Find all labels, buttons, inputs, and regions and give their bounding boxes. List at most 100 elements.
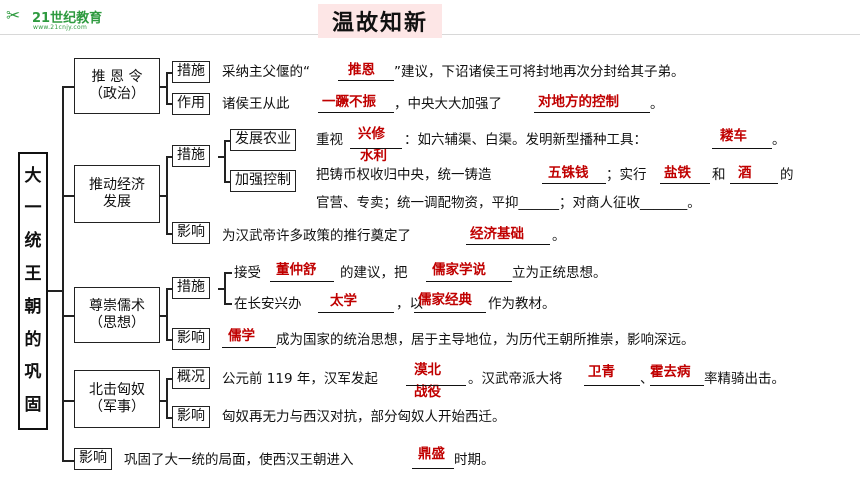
- bracket-line: [166, 156, 172, 158]
- bracket-line: [62, 315, 74, 317]
- answer-blank: 对地方的控制: [538, 94, 619, 110]
- section-politics-box: 推 恩 令 （政治）: [74, 58, 160, 114]
- bracket-line: [166, 233, 172, 235]
- answer-blank: 漠北: [414, 362, 441, 378]
- text-segment: 。: [772, 132, 786, 148]
- logo-icon: ✂: [6, 6, 21, 26]
- tag-influence: 影响: [172, 222, 210, 244]
- answer-blank: 卫青: [588, 364, 615, 380]
- bracket-line: [166, 156, 168, 234]
- text-segment: 采纳主父偃的“: [222, 64, 310, 80]
- text-segment: 把铸币权收归中央，统一铸造: [316, 167, 492, 183]
- bracket-line: [160, 400, 166, 402]
- text-segment: ”建议，下诏诸侯王可将封地再次分封给其子弟。: [394, 64, 685, 80]
- text-segment: 。汉武帝派大将: [468, 371, 563, 387]
- answer-blank: 水利: [360, 148, 387, 164]
- text-segment: 率精骑出击。: [704, 371, 785, 387]
- tag-final-influence: 影响: [74, 448, 112, 470]
- answer-blank: 儒家经典: [418, 292, 472, 308]
- bracket-line: [166, 378, 168, 418]
- blank-underline: [426, 281, 512, 282]
- answer-blank: 儒学: [228, 328, 255, 344]
- section-name: 推动经济: [89, 176, 145, 193]
- main-topic-char: 固: [24, 395, 42, 416]
- blank-underline: [338, 80, 394, 81]
- text-segment: 官营、专卖；统一调配物资，平抑______；对商人征收_______。: [316, 195, 701, 211]
- answer-blank: 战役: [414, 384, 441, 400]
- text-segment: 、: [640, 371, 654, 387]
- text-segment: 为汉武帝许多政策的推行奠定了: [222, 228, 411, 244]
- bracket-line: [62, 400, 74, 402]
- blank-underline: [730, 183, 778, 184]
- section-military-box: 北击匈奴 （军事）: [74, 370, 160, 428]
- blank-underline: [542, 183, 606, 184]
- text-segment: ；实行: [606, 167, 647, 183]
- main-topic-box: 大 一 统 王 朝 的 巩 固: [18, 152, 48, 430]
- page-title: 温故知新: [318, 4, 442, 38]
- section-name: 尊崇儒术: [89, 297, 145, 314]
- blank-underline: [534, 112, 650, 113]
- tag-measure: 措施: [172, 61, 210, 83]
- bracket-line: [224, 272, 226, 304]
- blank-underline: [650, 385, 704, 386]
- answer-blank: 兴修: [358, 126, 385, 142]
- section-sub: （思想）: [89, 315, 145, 331]
- bracket-line: [224, 272, 232, 274]
- blank-underline: [406, 385, 466, 386]
- text-segment: 公元前 119 年，汉军发起: [222, 371, 378, 387]
- blank-underline: [318, 112, 394, 113]
- main-topic-char: 一: [24, 198, 42, 219]
- section-thought-box: 尊崇儒术 （思想）: [74, 287, 160, 343]
- main-topic-char: 王: [24, 263, 42, 284]
- answer-blank: 五铢钱: [548, 165, 589, 181]
- tag-effect: 作用: [172, 93, 210, 115]
- bracket-line: [62, 86, 74, 88]
- answer-blank: 推恩: [348, 62, 375, 78]
- blank-underline: [660, 183, 710, 184]
- text-segment: 巩固了大一统的局面，使西汉王朝进入: [124, 452, 354, 468]
- tag-influence: 影响: [172, 328, 210, 350]
- logo-text: 21世纪教育: [32, 11, 103, 26]
- logo: ✂ 21世纪教育 www.21cnjy.com: [6, 4, 124, 34]
- bracket-line: [218, 288, 224, 290]
- bracket-line: [166, 72, 168, 104]
- text-segment: 。: [552, 228, 566, 244]
- text-segment: 在长安兴办: [234, 296, 302, 312]
- bracket-line: [166, 417, 172, 419]
- main-topic-char: 巩: [24, 362, 42, 383]
- blank-underline: [350, 148, 402, 149]
- text-segment: 和: [712, 167, 726, 183]
- blank-underline: [712, 148, 772, 149]
- text-segment: 诸侯王从此: [222, 96, 290, 112]
- text-segment: ，以: [396, 296, 423, 312]
- text-segment: 接受: [234, 265, 261, 281]
- blank-underline: [466, 244, 550, 245]
- bracket-line: [160, 86, 166, 88]
- answer-blank: 太学: [330, 293, 357, 309]
- bracket-line: [48, 290, 62, 292]
- answer-blank: 酒: [738, 165, 752, 181]
- text-segment: 成为国家的统治思想，居于主导地位，为历代王朝所推崇，影响深远。: [276, 332, 695, 348]
- answer-blank: 鼎盛: [418, 446, 445, 462]
- text-segment: ，中央大大加强了: [394, 96, 502, 112]
- logo-url: www.21cnjy.com: [33, 24, 88, 31]
- section-sub: （军事）: [89, 399, 145, 415]
- blank-underline: [414, 312, 486, 313]
- blank-underline: [318, 312, 394, 313]
- main-topic-char: 统: [24, 231, 42, 252]
- tag-influence: 影响: [172, 406, 210, 428]
- text-segment: 匈奴再无力与西汉对抗，部分匈奴人开始西迁。: [222, 409, 506, 425]
- answer-blank: 一蹶不振: [322, 94, 376, 110]
- bracket-line: [62, 195, 74, 197]
- blank-underline: [222, 347, 276, 348]
- blank-underline: [584, 385, 640, 386]
- answer-blank: 盐铁: [664, 165, 691, 181]
- section-sub: 发展: [103, 194, 131, 210]
- text-segment: 时期。: [454, 452, 495, 468]
- bracket-line: [166, 339, 172, 341]
- answer-blank: 董仲舒: [276, 262, 317, 278]
- bracket-line: [166, 288, 172, 290]
- answer-blank: 经济基础: [470, 226, 524, 242]
- answer-blank: 耧车: [720, 128, 747, 144]
- text-segment: 作为教材。: [488, 296, 556, 312]
